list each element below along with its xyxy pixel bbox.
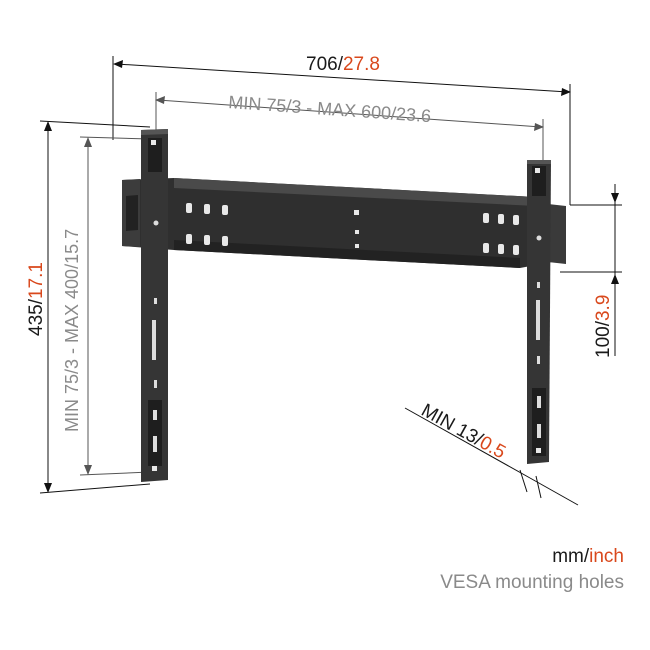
vesa-vertical-dimension: [79, 136, 151, 476]
overall-height-label: 435/17.1: [26, 262, 47, 336]
wall-distance-label: MIN 13/0.5: [418, 400, 509, 463]
overall-height-dimension: [39, 120, 151, 494]
overall-width-dimension: [112, 56, 571, 205]
overall-width-label: 706/27.8: [306, 54, 380, 75]
vesa-vertical-label: MIN 75/3 - MAX 400/15.7: [62, 229, 82, 432]
vesa-horizontal-label: MIN 75/3 - MAX 600/23.6: [228, 92, 432, 126]
unit-separator: /: [583, 546, 590, 567]
plate-center-holes: [354, 210, 359, 248]
unit-mm: mm: [552, 546, 584, 567]
wall-distance-dimension: [404, 407, 579, 506]
left-arm: [141, 129, 168, 482]
unit-inch: inch: [589, 546, 624, 567]
side-offset-dimension: [560, 184, 622, 356]
side-offset-label: 100/3.9: [593, 295, 614, 358]
plate-slots-left: [186, 203, 228, 246]
wall-plate: [122, 178, 566, 268]
plate-slots-right: [483, 213, 519, 255]
right-arm: [527, 160, 551, 464]
unit-legend: mm/inch: [552, 546, 624, 568]
vesa-note: VESA mounting holes: [440, 572, 624, 593]
